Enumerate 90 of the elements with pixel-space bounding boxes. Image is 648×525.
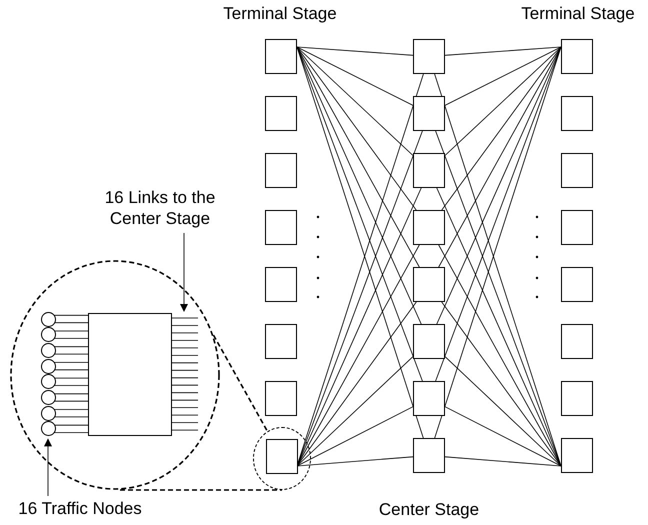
callout-text: 16 Links to the Center Stage — [85, 187, 235, 231]
switch-box — [265, 210, 297, 245]
link-line — [296, 46, 420, 268]
node-circle — [40, 327, 56, 342]
link-line — [54, 416, 88, 418]
link-line — [172, 400, 198, 401]
switch-box — [561, 96, 593, 131]
link-line — [296, 456, 414, 466]
switch-box — [265, 324, 297, 359]
link-line — [54, 338, 88, 339]
link-line — [172, 340, 198, 341]
node-circle — [40, 406, 56, 421]
link-line — [172, 325, 198, 326]
stage-label: Center Stage — [378, 499, 480, 520]
link-line — [172, 362, 198, 364]
link-line — [296, 46, 417, 210]
link-line — [172, 414, 198, 416]
link-line — [172, 422, 198, 423]
link-line — [54, 314, 88, 316]
link-line — [54, 385, 88, 386]
link-line — [444, 46, 562, 106]
switch-box — [561, 324, 593, 359]
switch-box — [561, 267, 593, 302]
link-line — [54, 409, 88, 410]
node-circle — [40, 342, 56, 358]
link-line — [296, 302, 417, 466]
node-circle — [40, 421, 56, 436]
link-line — [54, 369, 88, 370]
switch-box — [413, 210, 445, 245]
switch-box — [413, 96, 445, 131]
switch-box — [265, 153, 297, 188]
stage-label: Terminal Stage — [520, 3, 636, 24]
switch-box — [561, 153, 593, 188]
link-line — [54, 330, 88, 332]
switch-box — [413, 324, 445, 359]
link-line — [296, 46, 414, 56]
link-line — [172, 392, 198, 394]
link-line — [444, 406, 562, 466]
link-line — [54, 362, 88, 363]
link-line — [444, 356, 562, 466]
node-circle — [40, 374, 56, 390]
link-line — [54, 400, 88, 402]
link-line — [444, 46, 562, 156]
magnifier-line — [212, 334, 268, 432]
link-line — [296, 356, 414, 466]
chip-box — [88, 313, 172, 436]
link-line — [172, 384, 198, 386]
switch-box — [561, 39, 593, 74]
link-line — [54, 322, 88, 324]
switch-box — [413, 267, 445, 302]
node-circle — [40, 390, 56, 405]
switch-box — [265, 381, 297, 416]
stage-label: Terminal Stage — [222, 3, 338, 24]
link-line — [172, 407, 198, 408]
link-line — [441, 302, 562, 466]
leader-arrow — [180, 232, 188, 312]
link-line — [54, 432, 88, 433]
link-line — [54, 346, 88, 348]
link-line — [444, 456, 562, 466]
switch-box — [265, 267, 297, 302]
switch-box — [266, 439, 298, 474]
leader-arrow — [44, 438, 52, 496]
link-line — [438, 244, 562, 466]
link-line — [438, 46, 562, 268]
link-line — [172, 377, 198, 378]
link-line — [54, 393, 88, 394]
highlight-circle — [253, 427, 311, 490]
link-line — [441, 46, 562, 210]
switch-box — [561, 438, 593, 473]
node-circle — [40, 312, 56, 326]
switch-box — [265, 39, 297, 74]
switch-box — [561, 210, 593, 245]
link-line — [444, 46, 562, 56]
link-line — [172, 332, 198, 334]
callout-text: 16 Traffic Nodes — [5, 498, 155, 522]
magnified-view-ellipse — [10, 260, 220, 490]
link-line — [54, 424, 88, 426]
magnifier-line — [120, 489, 282, 491]
node-circle — [40, 358, 56, 374]
link-line — [172, 370, 198, 371]
link-line — [296, 406, 414, 466]
switch-box — [413, 438, 445, 473]
link-line — [172, 355, 198, 356]
switch-box — [413, 39, 445, 74]
link-line — [296, 46, 414, 156]
switch-box — [413, 381, 445, 416]
switch-box — [561, 381, 593, 416]
switch-box — [413, 153, 445, 188]
switch-box — [265, 96, 297, 131]
link-line — [296, 46, 414, 106]
